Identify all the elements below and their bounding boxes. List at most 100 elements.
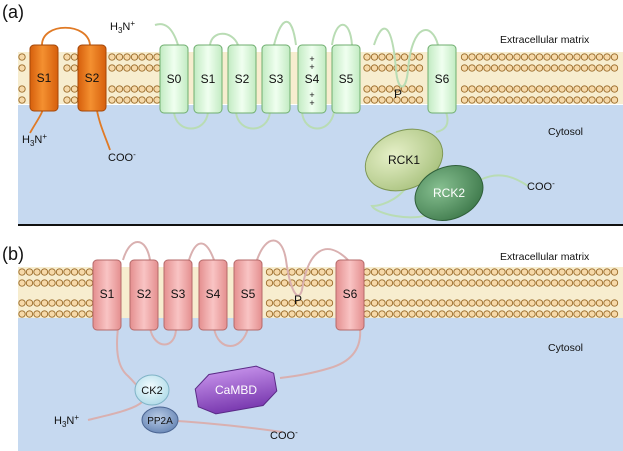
lipid-head xyxy=(565,96,574,104)
lipid-head xyxy=(565,268,574,276)
lipid-head xyxy=(115,64,124,72)
panel-a-cytosol xyxy=(18,105,623,225)
lipid-head xyxy=(363,310,371,318)
lipid-head xyxy=(378,96,386,104)
lipid-head xyxy=(25,268,34,276)
lipid-head xyxy=(55,299,64,307)
lipid-head xyxy=(318,299,326,307)
lipid-head xyxy=(505,268,514,276)
pink-segment-s6 xyxy=(335,259,365,331)
lipid-head xyxy=(18,53,26,61)
lipid-head xyxy=(303,299,311,307)
lipid-head xyxy=(543,279,551,287)
lipid-head xyxy=(580,85,589,93)
lipid-head xyxy=(558,64,566,72)
lipid-head xyxy=(580,310,589,318)
lipid-head xyxy=(550,299,559,307)
lipid-head xyxy=(385,96,394,104)
lipid-head xyxy=(408,279,416,287)
lipid-head xyxy=(115,96,124,104)
lipid-head xyxy=(558,96,566,104)
lipid-head xyxy=(370,64,379,72)
lipid-head xyxy=(588,279,596,287)
lipid-head xyxy=(430,299,439,307)
lipid-head xyxy=(280,310,289,318)
segment-label: S5 xyxy=(339,72,354,86)
lipid-head xyxy=(565,279,574,287)
panel-a-tag: (a) xyxy=(2,2,24,22)
segment-label: S2 xyxy=(235,72,250,86)
lipid-head xyxy=(588,53,596,61)
lipid-head xyxy=(513,299,521,307)
panel-a-extracellular-label: Extracellular matrix xyxy=(500,34,590,46)
lipid-head xyxy=(558,279,566,287)
lipid-head xyxy=(580,53,589,61)
orange-segment-s2 xyxy=(77,44,107,112)
lipid-head xyxy=(385,310,394,318)
lipid-head xyxy=(363,64,371,72)
lipid-head xyxy=(265,268,274,276)
lipid-head xyxy=(318,310,326,318)
lipid-head xyxy=(85,310,94,318)
lipid-head xyxy=(550,53,559,61)
lipid-head xyxy=(603,53,611,61)
lipid-head xyxy=(145,96,154,104)
lipid-head xyxy=(378,268,386,276)
lipid-head xyxy=(123,53,131,61)
lipid-head xyxy=(63,299,71,307)
lipid-head xyxy=(588,310,596,318)
panel-b-cytosol xyxy=(18,318,623,451)
lipid-head xyxy=(513,53,521,61)
lipid-head xyxy=(498,96,506,104)
lipid-head xyxy=(490,64,499,72)
lipid-head xyxy=(63,268,71,276)
lipid-head xyxy=(48,268,56,276)
segment-label: S6 xyxy=(343,287,358,301)
lipid-head xyxy=(573,279,581,287)
lipid-head xyxy=(40,310,49,318)
green-segment-s4 xyxy=(297,44,327,114)
panel-a-cytosol-label: Cytosol xyxy=(548,126,583,138)
lipid-head xyxy=(603,268,611,276)
panel-b-lipid-bilayer xyxy=(18,268,619,318)
lipid-head xyxy=(378,64,386,72)
lipid-head xyxy=(415,96,424,104)
lipid-head xyxy=(603,299,611,307)
lipid-head xyxy=(483,310,491,318)
lipid-head xyxy=(378,310,386,318)
lipid-head xyxy=(85,268,94,276)
panel-b-tag: (b) xyxy=(2,244,24,264)
panel-a-c-terminus: COO- xyxy=(527,179,555,193)
lipid-head xyxy=(70,299,79,307)
channel-segments: S1 S2 S3 S4 S5 S6 P xyxy=(92,259,365,331)
lipid-head xyxy=(108,96,116,104)
lipid-head xyxy=(78,310,86,318)
lipid-head xyxy=(475,96,484,104)
lipid-head xyxy=(415,85,424,93)
lipid-head xyxy=(78,279,86,287)
lipid-head xyxy=(153,96,161,104)
lipid-head xyxy=(595,96,604,104)
lipid-head xyxy=(535,96,544,104)
lipid-head xyxy=(453,310,461,318)
lipid-head xyxy=(33,310,41,318)
lipid-head xyxy=(393,299,401,307)
lipid-head xyxy=(603,85,611,93)
lipid-head xyxy=(520,310,529,318)
lipid-head xyxy=(528,96,536,104)
lipid-head xyxy=(408,310,416,318)
lipid-head xyxy=(498,53,506,61)
lipid-head xyxy=(70,53,79,61)
lipid-head xyxy=(460,53,469,61)
lipid-head xyxy=(115,53,124,61)
lipid-head xyxy=(610,299,619,307)
lipid-head xyxy=(385,85,394,93)
lipid-head xyxy=(445,279,454,287)
lipid-head xyxy=(453,299,461,307)
segment-label: S4 xyxy=(305,72,320,86)
lipid-head xyxy=(363,268,371,276)
lipid-head xyxy=(610,310,619,318)
lipid-head xyxy=(528,279,536,287)
lipid-head xyxy=(468,279,476,287)
lipid-head xyxy=(48,310,56,318)
